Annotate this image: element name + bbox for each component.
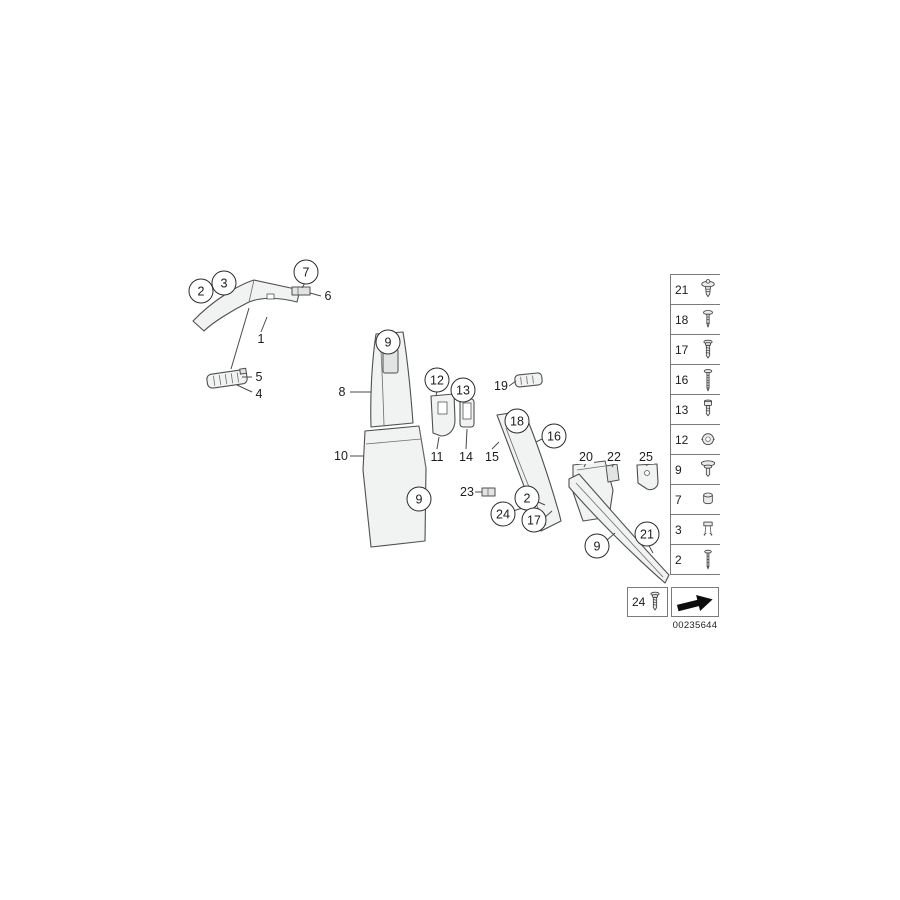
screw-icon [645,589,665,615]
label-14[interactable]: 14 [458,450,474,464]
legend-label: 17 [675,342,689,357]
grommet-nut-icon [698,427,718,453]
long-screw-icon [698,367,718,393]
label-5[interactable]: 5 [254,370,264,384]
legend-label: 21 [675,282,689,297]
legend-row-9[interactable]: 9 [671,455,720,485]
label-22[interactable]: 22 [606,450,622,464]
bolt-icon [698,397,718,423]
label-6[interactable]: 6 [323,289,333,303]
direction-arrow-icon [676,594,713,612]
callout-9-lower[interactable]: 9 [406,486,432,512]
callout-2b[interactable]: 2 [514,485,540,511]
legend-row-18[interactable]: 18 [671,305,720,335]
callout-12[interactable]: 12 [424,367,450,393]
label-10[interactable]: 10 [333,449,349,463]
part-b-pillar-upper-trim [370,331,414,428]
legend-row-7[interactable]: 7 [671,485,720,515]
legend-row-13[interactable]: 13 [671,395,720,425]
label-11[interactable]: 11 [429,450,445,464]
legend-label: 16 [675,372,689,387]
legend-row-21[interactable]: 21 [671,275,720,305]
push-rivet-icon [698,457,718,483]
legend-label: 13 [675,402,689,417]
label-4[interactable]: 4 [254,387,264,401]
legend-row-16[interactable]: 16 [671,365,720,395]
label-25[interactable]: 25 [638,450,654,464]
pin-rivet-icon [698,307,718,333]
callout-18[interactable]: 18 [504,408,530,434]
legend-label: 24 [632,595,646,609]
callout-13[interactable]: 13 [450,377,476,403]
callout-21[interactable]: 21 [634,521,660,547]
grommet-icon [698,487,718,513]
label-23[interactable]: 23 [459,485,475,499]
legend-row-3[interactable]: 3 [671,515,720,545]
callout-7[interactable]: 7 [293,259,319,285]
callout-9-dpillar[interactable]: 9 [584,533,610,559]
part-vent-grille-4 [206,367,248,389]
legend-label: 7 [675,492,682,507]
label-8[interactable]: 8 [337,385,347,399]
clip-icon [698,517,718,543]
callout-3[interactable]: 3 [211,270,237,296]
legend-label: 3 [675,522,682,537]
legend-label: 18 [675,312,689,327]
part-clip-6 [291,286,311,296]
part-clip-23 [481,487,496,497]
label-15[interactable]: 15 [484,450,500,464]
label-19[interactable]: 19 [493,379,509,393]
callout-16[interactable]: 16 [541,423,567,449]
direction-arrow-box [671,587,719,617]
legend-row-2[interactable]: 2 [671,545,720,575]
part-b-pillar-lower-trim [362,425,427,548]
legend-extra-24[interactable]: 24 [627,587,668,617]
part-vent-grille-19 [514,372,543,388]
label-20[interactable]: 20 [578,450,594,464]
legend-label: 9 [675,462,682,477]
legend-row-17[interactable]: 17 [671,335,720,365]
legend-label: 2 [675,552,682,567]
part-hook-bracket-25 [636,463,659,491]
legend-row-12[interactable]: 12 [671,425,720,455]
expanding-rivet-icon [698,277,718,303]
diagram-number: 00235644 [672,620,718,631]
screw-icon [698,337,718,363]
callout-2[interactable]: 2 [188,278,214,304]
part-cover-14 [459,398,475,428]
stud-icon [698,547,718,573]
callout-9-upper[interactable]: 9 [375,329,401,355]
callout-17[interactable]: 17 [521,507,547,533]
legend-label: 12 [675,432,689,447]
fastener-legend: 21 18 17 16 13 12 9 7 [670,274,720,575]
label-1[interactable]: 1 [256,332,266,346]
callout-24[interactable]: 24 [490,501,516,527]
part-bracket-11 [430,393,456,437]
part-d-pillar-trim-blade [568,473,670,584]
